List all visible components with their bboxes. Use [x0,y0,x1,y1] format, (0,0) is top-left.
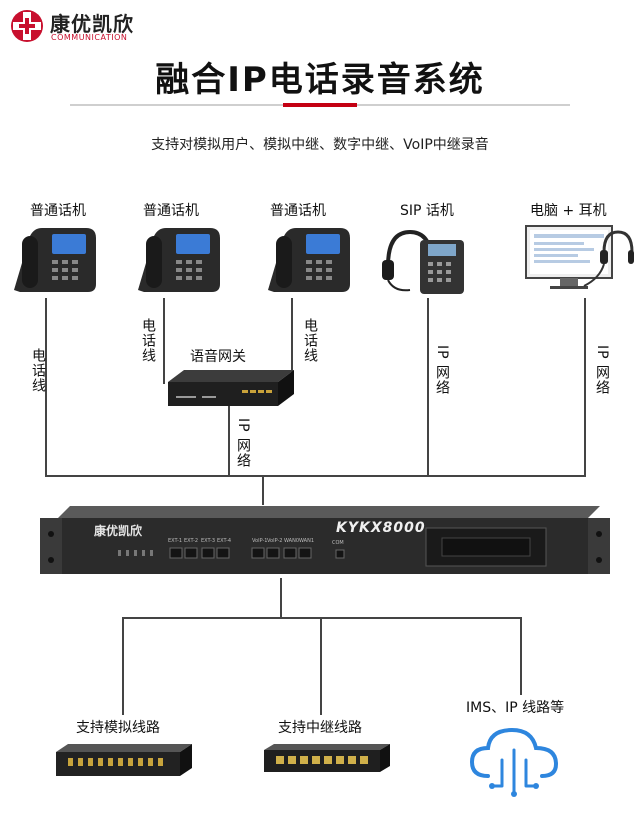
port-label: EXT-3 [201,538,216,544]
line-phone1 [45,298,47,476]
line-analog [122,617,124,715]
recorder-brand: 康优凯欣 [94,524,143,538]
analog-label: 支持模拟线路 [76,720,160,736]
line-recorder-down [280,578,282,618]
line-to-recorder [262,475,264,505]
trunk-label: 支持中继线路 [278,720,362,736]
line-sip [427,298,429,476]
phone3-link-label: 电话线 [302,318,318,363]
port-label: EXT-1 [168,538,183,544]
brand-logo: 康优凯欣 COMMUNICATION [8,8,158,44]
gateway-link-label: IP 网络 [235,418,251,469]
phone1-label: 普通话机 [30,203,86,219]
ims-label: IMS、IP 线路等 [466,700,565,716]
line-trunk [320,617,322,715]
brand-logo-icon [11,10,43,42]
trunk-line-device [264,744,390,772]
voice-gateway-device [168,370,294,406]
line-phone3 [291,298,293,384]
line-pc [584,298,586,476]
line-phone2 [163,298,165,384]
recorder-ports: EXT-1 EXT-2 EXT-3 EXT-4 VoIP-1 VoIP-2 WA… [168,538,348,546]
line-horizontal-bus [45,475,586,477]
recorder-model: KYKX8000 [336,520,426,536]
line-bottom-bus [122,617,522,619]
analog-line-device [56,744,192,776]
phone1-link-label: 电话线 [30,348,46,393]
port-label: WAN0 [284,538,300,544]
cloud-network-icon [469,727,559,797]
phone2-label: 普通话机 [143,203,199,219]
desk-phone-icon [14,228,96,292]
pc-link-label: IP 网络 [594,345,610,396]
brand-name: 康优凯欣 [50,12,134,36]
port-label: WAN1 [299,538,315,544]
title-divider [70,103,570,107]
port-label: VoIP-2 [267,538,283,544]
line-gateway [228,404,230,476]
phone2-link-label: 电话线 [140,318,156,363]
page-subtitle: 支持对模拟用户、模拟中继、数字中继、VoIP中继录音 [151,137,489,153]
port-label: EXT-4 [217,538,232,544]
desk-phone-icon [268,228,350,292]
sip-phone-label: SIP 话机 [400,203,454,219]
recorder-com-label: COM [332,540,344,546]
port-label: EXT-2 [184,538,199,544]
recorder-chassis [40,506,610,574]
recorder-device: 康优凯欣 KYKX8000 COM EXT-1 EXT-2 EXT-3 EXT-… [40,506,610,576]
desk-phone-icon [138,228,220,292]
brand-sub: COMMUNICATION [51,33,128,42]
gateway-label: 语音网关 [190,349,246,365]
phone3-label: 普通话机 [270,203,326,219]
computer-headset-icon [525,225,634,289]
line-ims [520,617,522,695]
sip-phone-headset-icon [382,229,464,294]
page-title: 融合IP电话录音系统 [155,60,485,100]
sip-link-label: IP 网络 [434,345,450,396]
pc-headset-label: 电脑 + 耳机 [530,203,607,219]
port-label: VoIP-1 [252,538,268,544]
